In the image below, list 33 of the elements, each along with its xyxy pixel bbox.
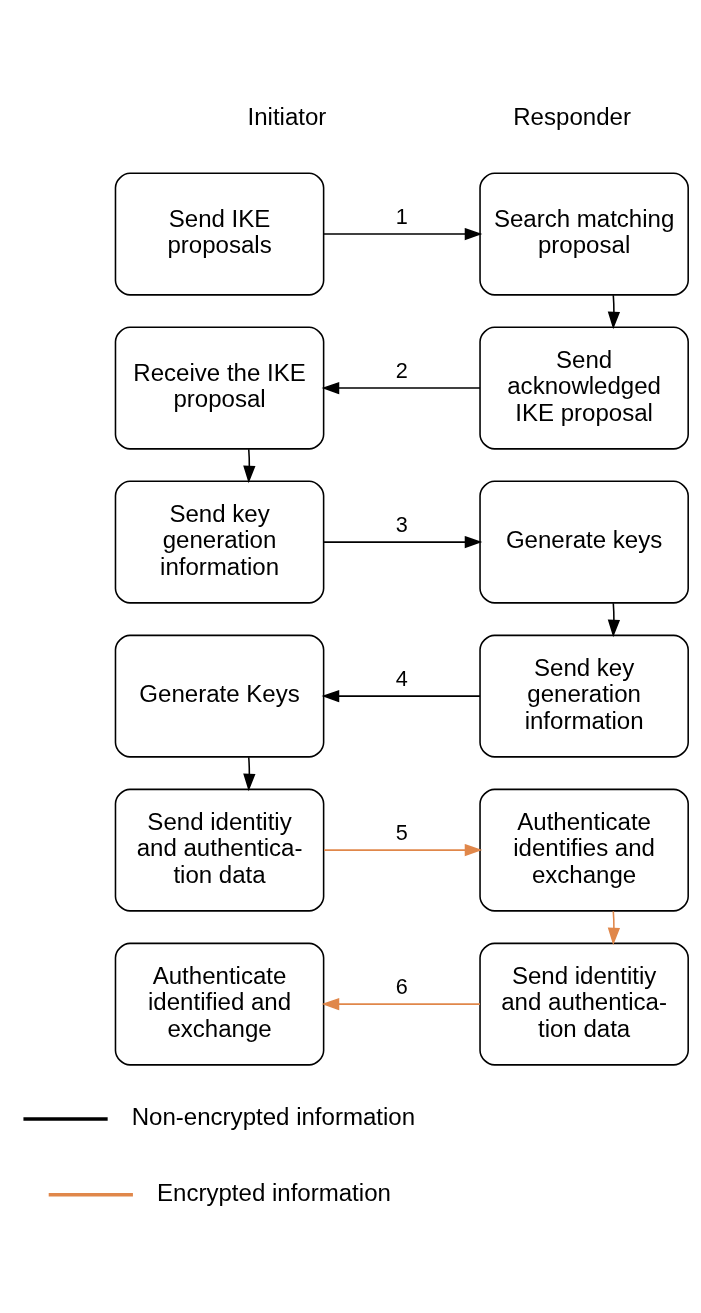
node-box: Authenticate identifies and exchange xyxy=(478,788,689,912)
arrow xyxy=(607,909,620,945)
node-box: Generate keys xyxy=(478,480,689,604)
label: Initiator xyxy=(247,102,326,130)
edge-label: 2 xyxy=(395,357,408,383)
arrow xyxy=(242,447,255,483)
node-box: Generate Keys xyxy=(114,634,324,758)
arrow xyxy=(322,843,482,856)
edge-label: 5 xyxy=(395,819,408,845)
arrow xyxy=(322,227,482,240)
arrow xyxy=(607,293,620,329)
node-box: Send IKE proposals xyxy=(114,172,324,296)
edge-label: 1 xyxy=(395,203,408,229)
node-box: Search matching proposal xyxy=(478,172,689,296)
edge-label: 3 xyxy=(395,511,408,537)
arrow xyxy=(321,997,481,1010)
arrow xyxy=(321,689,481,702)
arrow xyxy=(607,601,620,637)
edge-label: 6 xyxy=(395,973,408,999)
node-box: Authenticate identified and exchange xyxy=(114,942,324,1066)
node-box: Receive the IKE proposal xyxy=(114,326,324,450)
arrow xyxy=(322,535,482,548)
node-box: Send key generation information xyxy=(478,634,689,758)
node-box: Send key generation information xyxy=(114,480,324,604)
legend-label: Encrypted information xyxy=(156,1178,391,1206)
node-box: Send identitiy and authentica- tion data xyxy=(114,788,324,912)
arrow xyxy=(321,381,481,394)
label: Responder xyxy=(512,102,631,130)
legend-label: Non-encrypted information xyxy=(131,1102,415,1130)
edge-label: 4 xyxy=(395,665,408,691)
arrow xyxy=(242,755,255,791)
node-box: Send identitiy and authentica- tion data xyxy=(478,942,689,1066)
node-box: Send acknowledged IKE proposal xyxy=(478,326,689,450)
